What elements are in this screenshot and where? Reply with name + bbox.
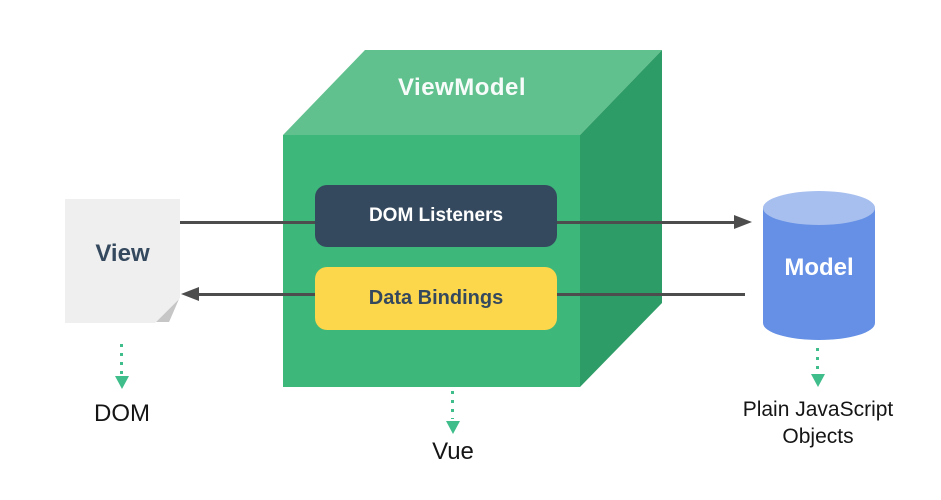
dotted-arrowhead-dom-icon [115,376,129,389]
view-label: View [95,240,150,267]
caption-plain-javascript-objects: Plain JavaScript Objects [742,398,894,448]
model-cylinder-body [763,208,875,340]
caption-vue: Vue [432,438,474,465]
view-paper: View [65,199,180,323]
dotted-arrowhead-objects-icon [811,374,825,387]
dom-listeners-label: DOM Listeners [368,205,504,226]
dotted-arrow-box-to-vue [451,391,454,419]
dotted-arrowhead-vue-icon [446,421,460,434]
viewmodel-box-front-face [283,135,580,387]
arrowhead-right-icon [734,215,752,229]
data-bindings-pill: Data Bindings [315,267,557,330]
dom-listeners-pill: DOM Listeners [315,185,557,247]
arrowhead-left-icon [181,287,199,301]
dotted-arrow-model-to-objects [816,348,819,373]
dotted-arrow-view-to-dom [120,344,123,374]
viewmodel-title: ViewModel [397,74,527,101]
caption-dom: DOM [94,400,150,427]
model-cylinder-top [763,191,875,225]
model-label: Model [784,254,854,281]
data-bindings-label: Data Bindings [368,287,504,309]
